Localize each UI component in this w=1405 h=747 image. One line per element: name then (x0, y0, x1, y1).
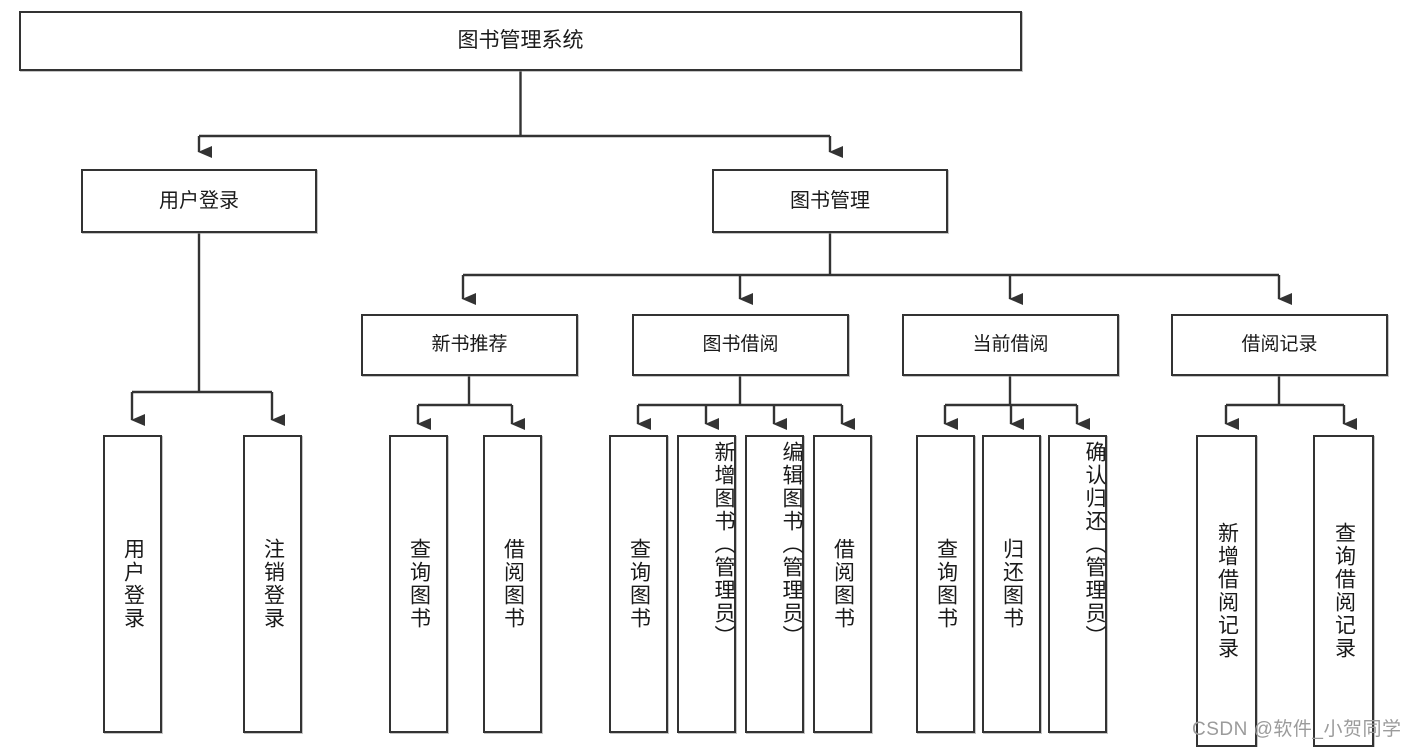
node-new-book-recommend-label: 新书推荐 (431, 334, 508, 356)
node-current-borrow-label: 当前借阅 (972, 334, 1049, 356)
node-leaf-query-book-1[interactable]: 查询图书 (389, 435, 448, 733)
node-root-label: 图书管理系统 (457, 28, 584, 52)
node-leaf-query-record-label: 查询借阅记录 (1332, 522, 1356, 660)
node-leaf-query-book-3[interactable]: 查询图书 (916, 435, 975, 733)
node-leaf-logout[interactable]: 注销登录 (243, 435, 302, 733)
node-leaf-user-login[interactable]: 用户登录 (103, 435, 162, 733)
node-leaf-add-record[interactable]: 新增借阅记录 (1196, 435, 1257, 747)
node-current-borrow[interactable]: 当前借阅 (902, 314, 1119, 376)
node-user-login-label: 用户登录 (159, 189, 239, 212)
node-new-book-recommend[interactable]: 新书推荐 (361, 314, 578, 376)
node-leaf-query-record[interactable]: 查询借阅记录 (1313, 435, 1374, 747)
node-leaf-query-book-2-label: 查询图书 (627, 538, 651, 630)
node-leaf-borrow-book-2-label: 借阅图书 (831, 538, 855, 630)
node-leaf-logout-label: 注销登录 (261, 538, 285, 630)
node-borrow-record-label: 借阅记录 (1241, 334, 1318, 356)
node-leaf-return-book-label: 归还图书 (1000, 538, 1024, 630)
node-leaf-query-book-2[interactable]: 查询图书 (609, 435, 668, 733)
node-leaf-borrow-book-1[interactable]: 借阅图书 (483, 435, 542, 733)
node-book-borrow[interactable]: 图书借阅 (632, 314, 849, 376)
node-leaf-query-book-3-label: 查询图书 (934, 538, 958, 630)
node-root[interactable]: 图书管理系统 (19, 11, 1022, 71)
node-borrow-record[interactable]: 借阅记录 (1171, 314, 1388, 376)
node-leaf-confirm-return-label: 确认归还（管理员） (1083, 441, 1106, 648)
node-leaf-borrow-book-1-label: 借阅图书 (501, 538, 525, 630)
node-leaf-edit-book[interactable]: 编辑图书（管理员） (745, 435, 804, 733)
node-user-login[interactable]: 用户登录 (81, 169, 317, 233)
node-leaf-query-book-1-label: 查询图书 (407, 538, 431, 630)
node-book-management[interactable]: 图书管理 (712, 169, 948, 233)
node-book-management-label: 图书管理 (790, 189, 870, 212)
node-leaf-add-book-label: 新增图书（管理员） (712, 441, 735, 648)
node-leaf-edit-book-label: 编辑图书（管理员） (780, 441, 803, 648)
node-leaf-user-login-label: 用户登录 (121, 538, 145, 630)
node-book-borrow-label: 图书借阅 (702, 334, 779, 356)
node-leaf-confirm-return[interactable]: 确认归还（管理员） (1048, 435, 1107, 733)
node-leaf-add-book[interactable]: 新增图书（管理员） (677, 435, 736, 733)
node-leaf-borrow-book-2[interactable]: 借阅图书 (813, 435, 872, 733)
node-leaf-return-book[interactable]: 归还图书 (982, 435, 1041, 733)
node-leaf-add-record-label: 新增借阅记录 (1215, 522, 1239, 660)
